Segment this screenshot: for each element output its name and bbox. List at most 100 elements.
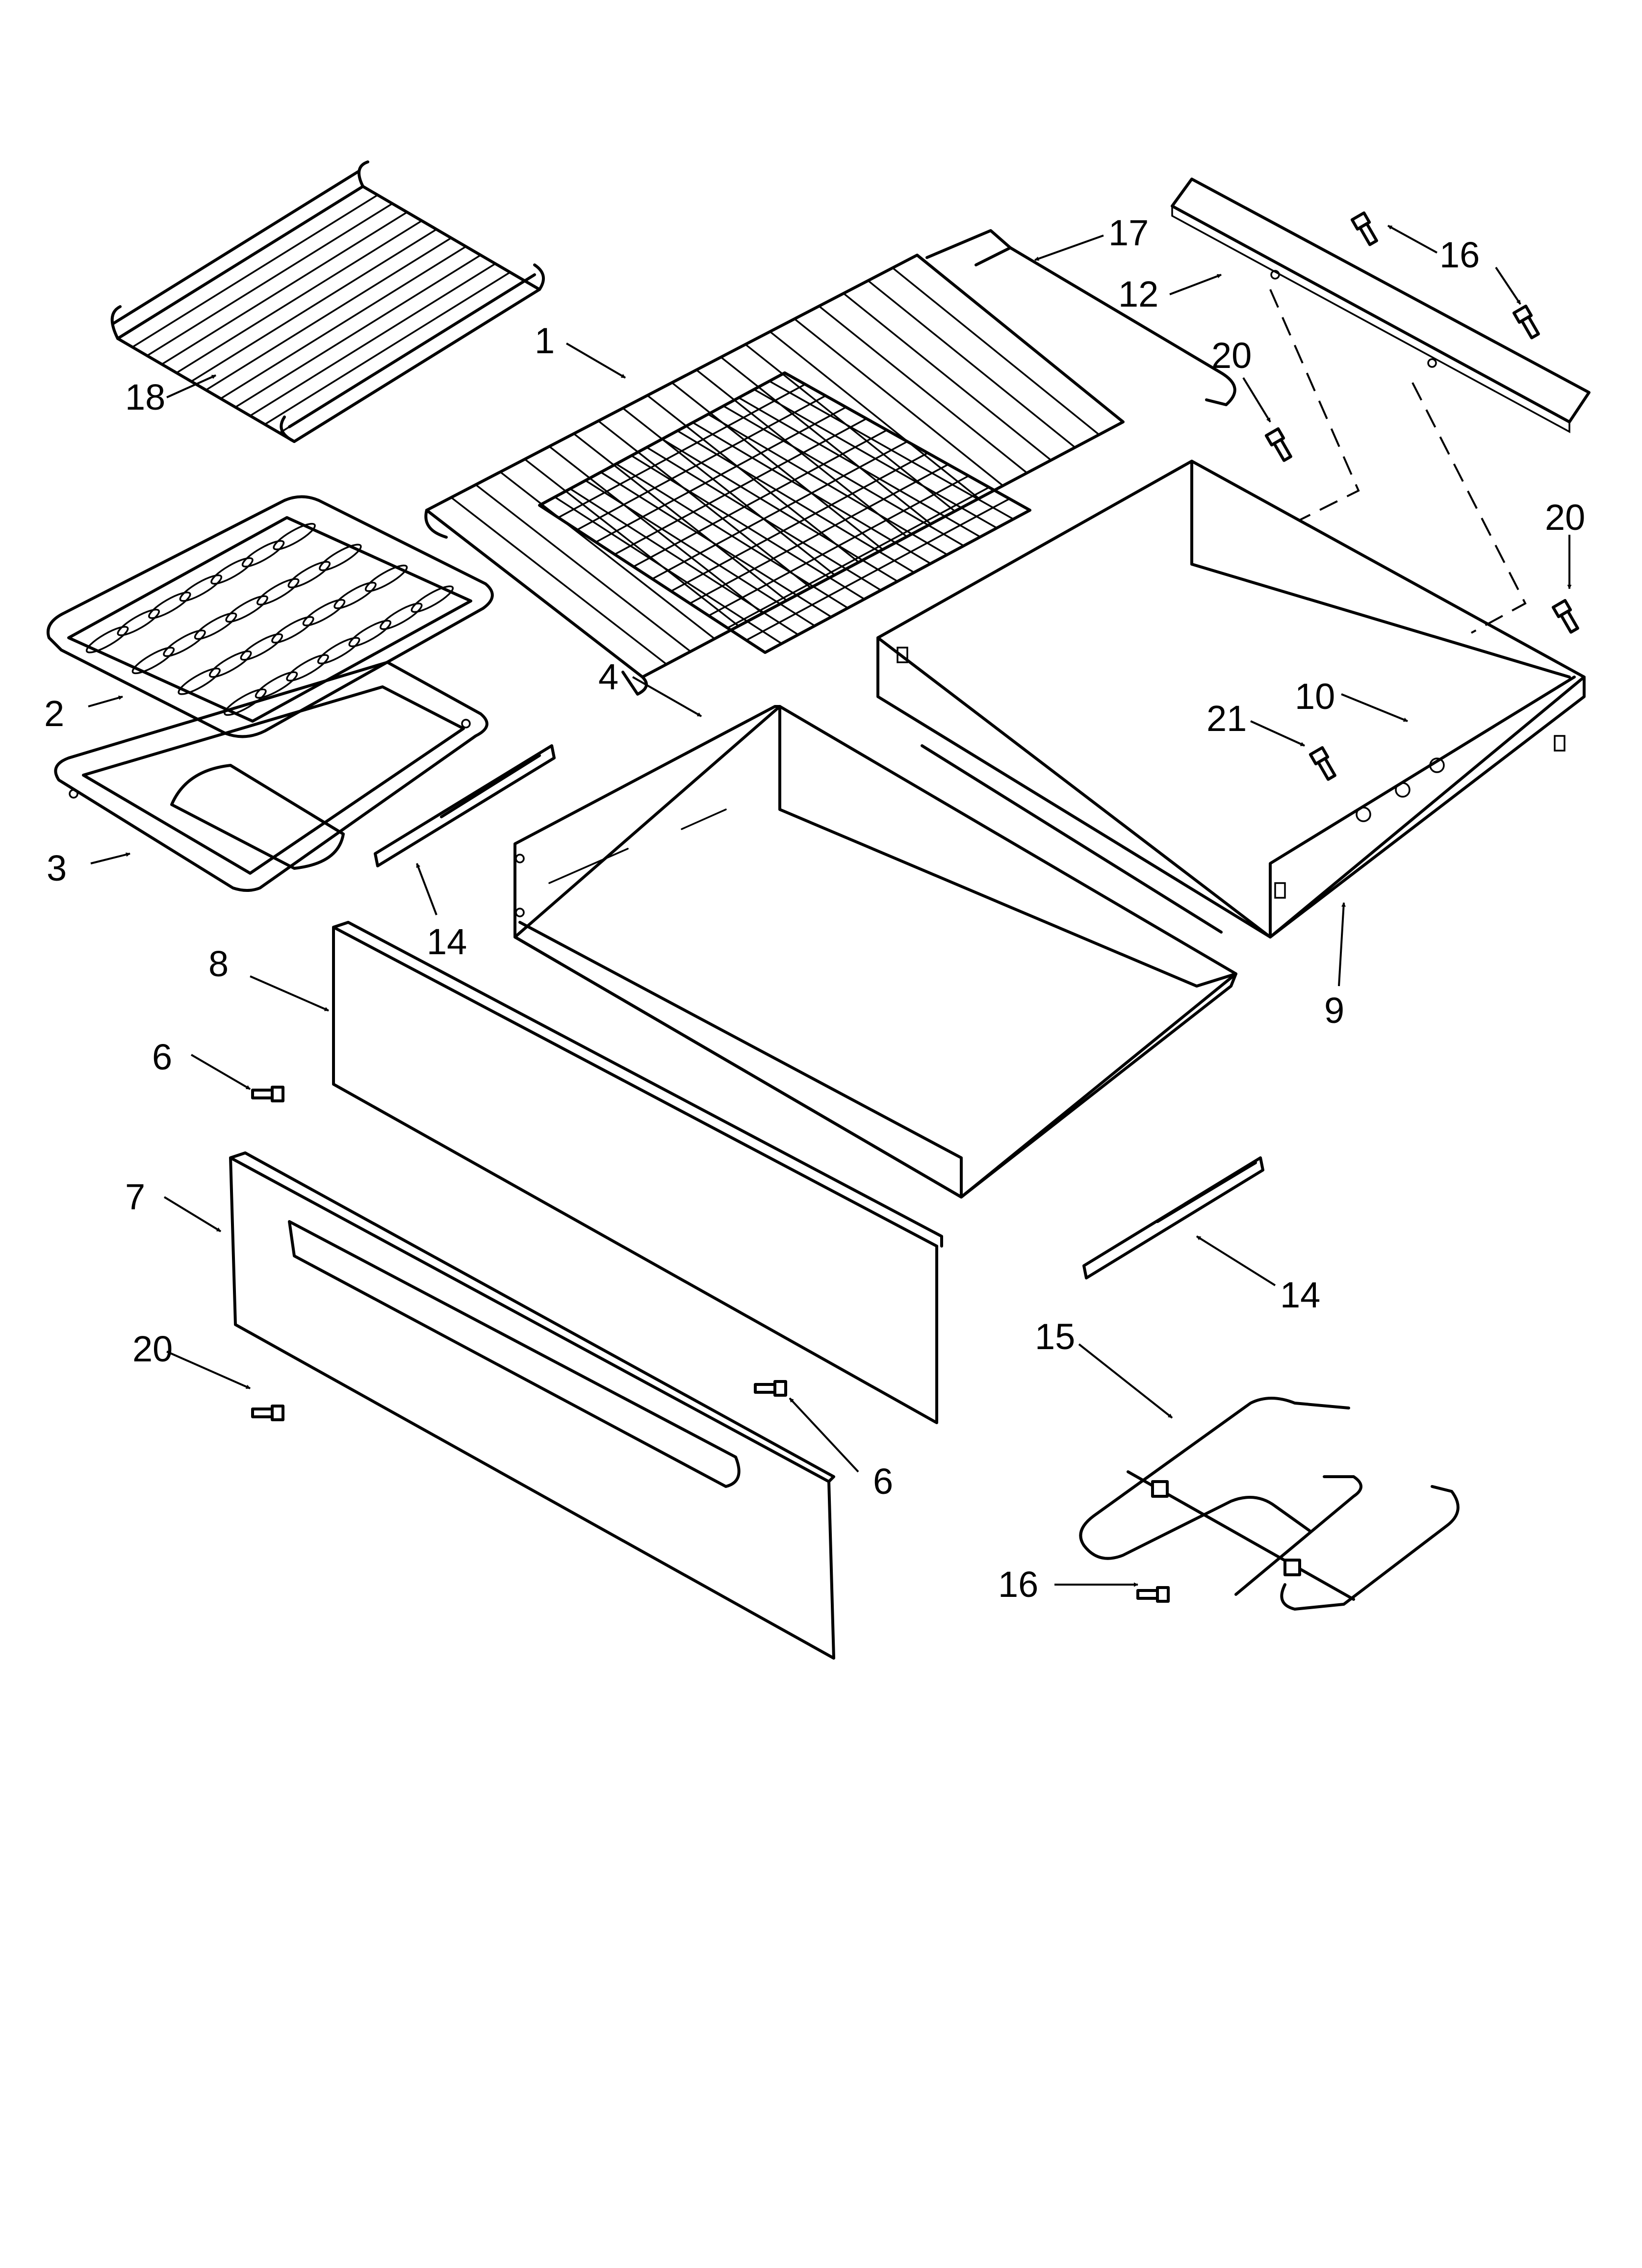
- leader-arrow: [1169, 274, 1222, 295]
- rack-bar: [249, 262, 496, 417]
- part-9-drawer-housing: [876, 460, 1586, 938]
- callout-16-bottom: 16: [998, 1564, 1038, 1605]
- grid-slot: [163, 629, 206, 657]
- leader-arrow: [166, 374, 216, 398]
- grid-slot: [178, 667, 221, 695]
- rack-bar: [818, 305, 1028, 474]
- part-3-broiler-pan: [54, 661, 488, 892]
- callout-16-top: 16: [1439, 235, 1480, 275]
- grid-slot: [410, 585, 454, 613]
- rack-bar: [597, 420, 812, 589]
- grid-bar: [557, 383, 806, 519]
- screw-icon: [1308, 746, 1336, 781]
- leader-arrow: [1242, 377, 1271, 423]
- grid-slot: [317, 637, 360, 665]
- leader-arrow: [1341, 693, 1408, 722]
- leader-arrow: [1495, 266, 1521, 305]
- screws: [251, 211, 1579, 1603]
- callout-12: 12: [1118, 274, 1158, 314]
- screw-icon: [1551, 599, 1579, 634]
- grid-slot: [255, 671, 298, 699]
- callout-15: 15: [1035, 1316, 1075, 1357]
- rack-bar: [450, 496, 667, 665]
- callout-14-right: 14: [1280, 1275, 1320, 1315]
- leader-arrow: [1034, 235, 1104, 261]
- grid-slot: [224, 688, 267, 716]
- screw-icon: [1350, 211, 1378, 246]
- grid-slot: [131, 647, 175, 675]
- callout-18: 18: [125, 377, 165, 417]
- grid-bar: [670, 452, 929, 592]
- screw-icon: [251, 1405, 284, 1421]
- grid-slot: [240, 633, 283, 661]
- leader-arrow: [1078, 1343, 1173, 1419]
- leader-arrow: [565, 342, 626, 379]
- callout-6-right: 6: [873, 1461, 893, 1502]
- screw-icon: [1136, 1586, 1170, 1603]
- leader-arrow: [1250, 720, 1305, 747]
- screw-icon: [1512, 304, 1540, 339]
- grid-slot: [302, 599, 346, 626]
- callout-10: 10: [1295, 676, 1335, 717]
- leader-arrow: [166, 1351, 251, 1389]
- rack-bar: [190, 228, 437, 383]
- grid-slot: [241, 540, 285, 568]
- part-4-drawer: [513, 705, 1237, 1199]
- grid-slot: [287, 561, 331, 589]
- grid-bar: [614, 417, 868, 555]
- part-15-bake-element: [1079, 1397, 1460, 1611]
- rack-bar: [131, 194, 379, 348]
- screw-icon: [1264, 427, 1292, 462]
- callout-20-right: 20: [1545, 497, 1585, 538]
- rack-bar: [146, 203, 393, 357]
- rack-bar: [794, 318, 1004, 487]
- part-17-rack: [925, 229, 1236, 406]
- grid-slot: [286, 654, 329, 682]
- part-7-drawer-front: [229, 1151, 835, 1660]
- callout-1: 1: [535, 320, 555, 361]
- leader-arrow: [190, 1054, 251, 1090]
- part-2-broiler-grid: [47, 495, 494, 738]
- grid-slot: [179, 574, 223, 602]
- grid-slot: [210, 557, 254, 585]
- callout-2: 2: [44, 693, 64, 734]
- leader-arrow: [1387, 225, 1437, 254]
- grid-bar: [632, 429, 888, 568]
- part-8-panel: [332, 921, 943, 1424]
- rack-bar: [161, 211, 408, 365]
- grid-slot: [348, 620, 391, 648]
- callout-3: 3: [47, 848, 67, 888]
- grid-slot: [194, 612, 237, 640]
- part-14-slide-left: [374, 744, 556, 867]
- callout-7: 7: [125, 1176, 145, 1217]
- rack-bar: [892, 267, 1100, 436]
- rack-bar: [548, 445, 764, 614]
- callout-14-left: 14: [427, 921, 467, 962]
- callout-9: 9: [1324, 990, 1344, 1031]
- leader-arrow: [90, 852, 130, 864]
- part-14-slide-right: [1082, 1156, 1264, 1279]
- grid-bar: [689, 463, 949, 604]
- rack-bar: [622, 407, 836, 576]
- rack-bar: [264, 271, 511, 425]
- grid-slot: [319, 544, 362, 572]
- rack-bar: [573, 433, 788, 601]
- leader-arrow: [163, 1196, 222, 1232]
- grid-slot: [273, 522, 316, 550]
- rack-bar: [499, 471, 716, 640]
- callout-4: 4: [598, 656, 618, 697]
- grid-slot: [85, 626, 129, 653]
- leader-arrow: [1196, 1235, 1276, 1286]
- grid-slot: [117, 608, 160, 636]
- grid-slot: [256, 578, 300, 606]
- callout-8: 8: [208, 943, 229, 984]
- grid-bar: [708, 475, 970, 617]
- part-12-rail: [1171, 178, 1591, 634]
- leader-arrow: [250, 975, 329, 1012]
- rack-bar: [843, 292, 1052, 461]
- screw-icon: [754, 1380, 787, 1397]
- grid-bar: [726, 486, 990, 629]
- leader-arrow: [789, 1397, 859, 1473]
- callouts: 1 2 3 4 6 6 7 8 9 10 12 14 14 15 16 16 1…: [44, 212, 1585, 1605]
- grid-slot: [148, 591, 191, 619]
